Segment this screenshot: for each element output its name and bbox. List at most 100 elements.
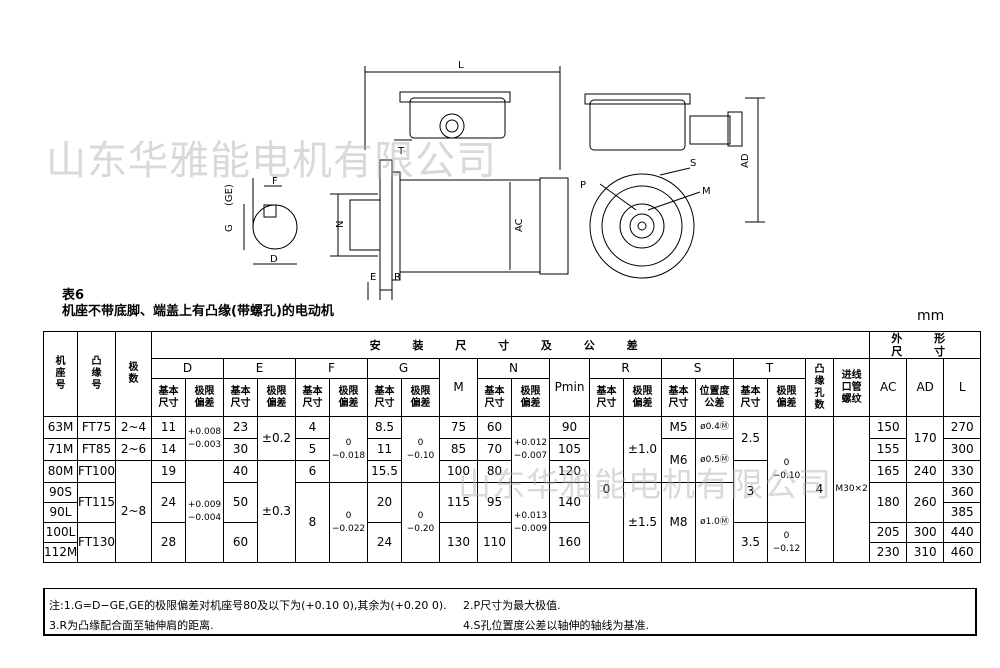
table-title: 机座不带底脚、端盖上有凸缘(带螺孔)的电动机 <box>62 304 334 319</box>
cell-T-tol: 0 −0.12 <box>767 522 806 563</box>
sub-pos: 位置度 公差 <box>695 378 734 417</box>
cell-E-tol: ±0.2 <box>257 416 296 461</box>
cell-AD: 240 <box>906 460 945 483</box>
unit-label: mm <box>917 308 945 324</box>
cell-F: 8 <box>295 482 330 563</box>
cell-AD: 170 <box>906 416 945 461</box>
cell-L: 360 <box>943 482 982 503</box>
cell-frame: 80M <box>43 460 78 483</box>
cell-L: 440 <box>943 522 982 543</box>
group-T: T <box>733 358 806 379</box>
col-L: L <box>943 358 982 417</box>
cell-N-tol: +0.012 −0.007 <box>511 416 550 483</box>
cell-frame: 71M <box>43 438 78 461</box>
cell-poles: 2~8 <box>115 460 152 563</box>
table-row: 71M FT85 2~6 14 30 5 11 85 70 105 M6 ø0.… <box>43 438 982 483</box>
cell-E: 50 <box>223 482 258 523</box>
dim-label-G: G <box>224 224 235 232</box>
cell-frame: 63M <box>43 416 78 439</box>
cell-D: 14 <box>151 438 186 461</box>
cell-P: 160 <box>549 522 590 563</box>
table-caption: 表6 机座不带底脚、端盖上有凸缘(带螺孔)的电动机 <box>62 288 334 320</box>
sub-limit: 极限 偏差 <box>329 378 368 417</box>
dim-label-AD: AD <box>740 153 751 168</box>
cell-flange: FT130 <box>77 522 116 563</box>
cell-P: 120 <box>549 460 590 483</box>
cell-D-tol: +0.008 −0.003 <box>185 416 224 461</box>
table-row: 63M FT75 2~4 11 +0.008 −0.003 23 ±0.2 4 … <box>43 416 982 563</box>
cell-L: 330 <box>943 460 982 483</box>
cell-P: 90 <box>549 416 590 439</box>
cell-G-tol: 0 −0.10 <box>401 416 440 483</box>
cell-T: 3.5 <box>733 522 768 563</box>
cell-AC: 155 <box>869 438 908 461</box>
header-outline: 外 形 尺 寸 <box>869 331 982 359</box>
cell-AC: 230 <box>869 542 908 563</box>
sub-limit: 极限 偏差 <box>185 378 224 417</box>
note-3: 3.R为凸缘配合面至轴伸肩的距离. <box>49 619 214 632</box>
sub-basic: 基本 尺寸 <box>733 378 768 417</box>
cell-F-tol: 0 −0.022 <box>329 482 368 563</box>
sub-basic: 基本 尺寸 <box>589 378 624 417</box>
cell-G: 24 <box>367 522 402 563</box>
cell-F: 5 <box>295 438 330 461</box>
group-R: R <box>589 358 662 379</box>
header-install: 安 装 尺 寸 及 公 差 <box>150 331 871 359</box>
group-M: M <box>439 358 478 417</box>
cell-P: 140 <box>549 482 590 523</box>
note-1: 注:1.G=D−GE,GE的极限偏差对机座号80及以下为(+0.10 0),其余… <box>49 599 447 612</box>
end-view-outer <box>589 173 695 279</box>
sub-basic: 基本 尺寸 <box>367 378 402 417</box>
cell-L: 385 <box>943 502 982 523</box>
cell-N: 110 <box>477 522 512 563</box>
dim-label-T: T <box>397 146 405 157</box>
col-frame: 机 座 号 <box>43 331 78 417</box>
cell-N-tol: +0.013 −0.009 <box>511 482 550 563</box>
dim-label-F: F <box>272 176 278 187</box>
sub-basic: 基本 尺寸 <box>151 378 186 417</box>
cell-S-pos: ø0.4Ⓜ <box>695 416 734 439</box>
group-P: Pmin <box>549 358 590 417</box>
cell-flange: FT75 <box>77 416 116 439</box>
cell-E: 23 <box>223 416 258 439</box>
cell-AD: 310 <box>906 542 945 563</box>
sub-basic: 基本 尺寸 <box>477 378 512 417</box>
sub-limit: 极限 偏差 <box>623 378 662 417</box>
cell-D: 28 <box>151 522 186 563</box>
table-row: 112M 230 310 460 <box>43 542 982 563</box>
cell-S: M8 <box>661 482 696 563</box>
group-S: S <box>661 358 734 379</box>
cell-poles: 2~6 <box>115 438 152 461</box>
cell-E: 30 <box>223 438 258 461</box>
notes: 注:1.G=D−GE,GE的极限偏差对机座号80及以下为(+0.10 0),其余… <box>43 588 977 636</box>
cell-AC: 180 <box>869 482 908 523</box>
note-2: 2.P尺寸为最大极值. <box>463 599 561 612</box>
cell-flange: FT100 <box>77 460 116 483</box>
dim-label-AC: AC <box>514 218 525 232</box>
cell-flange: FT115 <box>77 482 116 523</box>
cell-M: 130 <box>439 522 478 563</box>
dim-label-S: S <box>690 158 696 169</box>
cell-T: 2.5 <box>733 416 768 461</box>
cell-G: 15.5 <box>367 460 402 483</box>
cell-frame: 90S <box>43 482 78 503</box>
note-4: 4.S孔位置度公差以轴伸的轴线为基准. <box>463 619 649 632</box>
cell-thread: M30×2 <box>832 416 871 563</box>
cell-P: 105 <box>549 438 590 461</box>
table-number: 表6 <box>62 288 85 303</box>
col-AC: AC <box>869 358 908 417</box>
col-thread: 进线 口管 螺纹 <box>832 358 871 417</box>
cell-G: 8.5 <box>367 416 402 439</box>
sub-basic: 基本 尺寸 <box>223 378 258 417</box>
cell-G-tol: 0 −0.20 <box>401 482 440 563</box>
sub-limit: 极限 偏差 <box>401 378 440 417</box>
dim-label-R: R <box>394 272 401 283</box>
cell-E: 40 <box>223 460 258 483</box>
cell-S-pos: ø1.0Ⓜ <box>695 482 734 563</box>
cell-S: M5 <box>661 416 696 439</box>
cell-AC: 205 <box>869 522 908 543</box>
cell-L: 300 <box>943 438 982 461</box>
cell-M: 85 <box>439 438 478 461</box>
sub-limit: 极限 偏差 <box>767 378 806 417</box>
table-row: 100L FT130 28 60 24 130 110 160 3.5 0 −0… <box>43 522 982 563</box>
